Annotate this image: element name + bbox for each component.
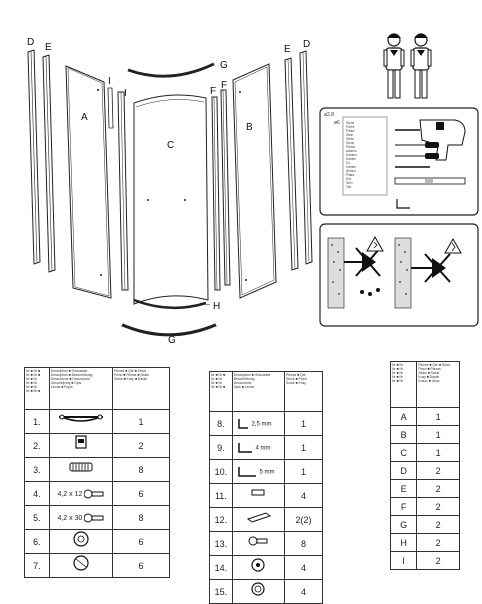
panel-b <box>232 63 277 299</box>
screw-icon <box>83 513 104 522</box>
svg-text:камень: камень <box>346 149 357 153</box>
parts-row-15: 15. 4 <box>209 579 323 604</box>
profile-d-right <box>299 50 313 265</box>
washer-icon <box>251 582 265 596</box>
svg-text:Kamen: Kamen <box>346 165 356 169</box>
tools-header-code: ø2,8 <box>324 112 334 118</box>
parts-row-10: 10. 5 mm 1 <box>209 459 323 484</box>
svg-text:Stein: Stein <box>346 133 353 137</box>
screw-icon <box>83 489 104 498</box>
materials-list: Stone Pierre Pietra Stein Steen Stone Pi… <box>346 121 357 189</box>
profile-f-left <box>211 96 221 291</box>
profile-left-center <box>117 91 129 291</box>
bolt-icon <box>248 536 268 546</box>
svg-text:Pietra: Pietra <box>346 129 355 133</box>
label-e-right: E <box>284 44 291 55</box>
track-g-top <box>127 62 215 79</box>
hex-key-icon <box>238 442 252 453</box>
label-g-bottom: G <box>168 335 176 346</box>
hex-key-icon <box>238 466 256 477</box>
label-h: H <box>213 301 220 312</box>
parts-row-12: 12. 2(2) <box>209 507 323 532</box>
label-i-left: I <box>108 76 111 87</box>
svg-text:Kamień: Kamień <box>346 153 357 157</box>
label-f-left: F <box>210 86 216 97</box>
parts-row-2: 2. 2 <box>24 433 170 458</box>
svg-text:Akmuo: Akmuo <box>346 169 356 173</box>
cap-icon <box>73 531 89 547</box>
clip-icon <box>75 435 87 449</box>
tools-bit-label: ø6 <box>334 120 340 126</box>
parts-row-3: 3. 8 <box>24 457 170 482</box>
svg-text:Piatra: Piatra <box>346 173 355 177</box>
parts-row-1: 1. 1 <box>24 409 170 434</box>
profile-f-right <box>220 89 231 286</box>
svg-text:Kivi: Kivi <box>346 177 351 181</box>
svg-text:Kő: Kő <box>346 161 350 165</box>
parts-row-5: 5. 4,2 x 30 8 <box>24 505 170 530</box>
label-a: A <box>81 112 88 123</box>
profile-e-right <box>284 57 299 271</box>
screw-spec: 4,2 x 30 <box>57 514 83 522</box>
washer-icon <box>251 558 265 572</box>
label-e-left: E <box>45 42 52 53</box>
svg-text:Pierre: Pierre <box>346 125 355 129</box>
seal-h <box>133 298 211 310</box>
parts-row-4: 4. 4,2 x 12 6 <box>24 481 170 506</box>
two-person-icon <box>383 33 432 99</box>
parts-row-13: 13. 8 <box>209 531 323 556</box>
parts-row-11: 11. 4 <box>209 483 323 508</box>
svg-text:Stone: Stone <box>346 121 355 125</box>
label-g-top: G <box>220 60 228 71</box>
panel-a <box>65 65 112 299</box>
label-b: B <box>246 122 253 133</box>
panel-c <box>133 94 209 305</box>
svg-text:Tas: Tas <box>346 185 351 189</box>
parts-row-6: 6. 6 <box>24 529 170 554</box>
label-c: C <box>167 140 174 151</box>
svg-text:Steen: Steen <box>346 137 355 141</box>
label-i-center: I <box>124 88 127 99</box>
hex-key-icon <box>238 418 248 429</box>
cap-icon <box>73 555 89 571</box>
svg-text:Sten: Sten <box>346 181 353 185</box>
label-f-top: F <box>221 80 227 91</box>
safety-warning-panel <box>319 223 479 327</box>
wall-plug-icon <box>69 462 93 472</box>
parts-row-7: 7. 6 <box>24 553 170 578</box>
profile-i-left <box>107 87 114 129</box>
profile-e-left <box>42 54 56 273</box>
plate-icon <box>247 512 272 523</box>
tools-panel <box>319 107 479 216</box>
label-d-left: D <box>27 37 34 48</box>
track-g-bottom <box>121 323 217 338</box>
bracket-icon <box>251 489 265 496</box>
svg-text:Kamen: Kamen <box>346 157 356 161</box>
screw-spec: 4,2 x 12 <box>57 490 83 498</box>
handle-icon <box>58 414 103 422</box>
parts-row-9: 9. 4 mm 1 <box>209 435 323 460</box>
svg-text:Stone: Stone <box>346 141 355 145</box>
svg-text:Piedra: Piedra <box>346 145 355 149</box>
parts-row-14: 14. 4 <box>209 555 323 580</box>
label-d-right: D <box>303 39 310 50</box>
parts-row-num: 1. <box>24 409 50 434</box>
profile-d-left <box>27 49 41 265</box>
parts-row-8: 8. 2,5 mm 1 <box>209 411 323 436</box>
parts-row-qty: 1 <box>112 409 170 434</box>
